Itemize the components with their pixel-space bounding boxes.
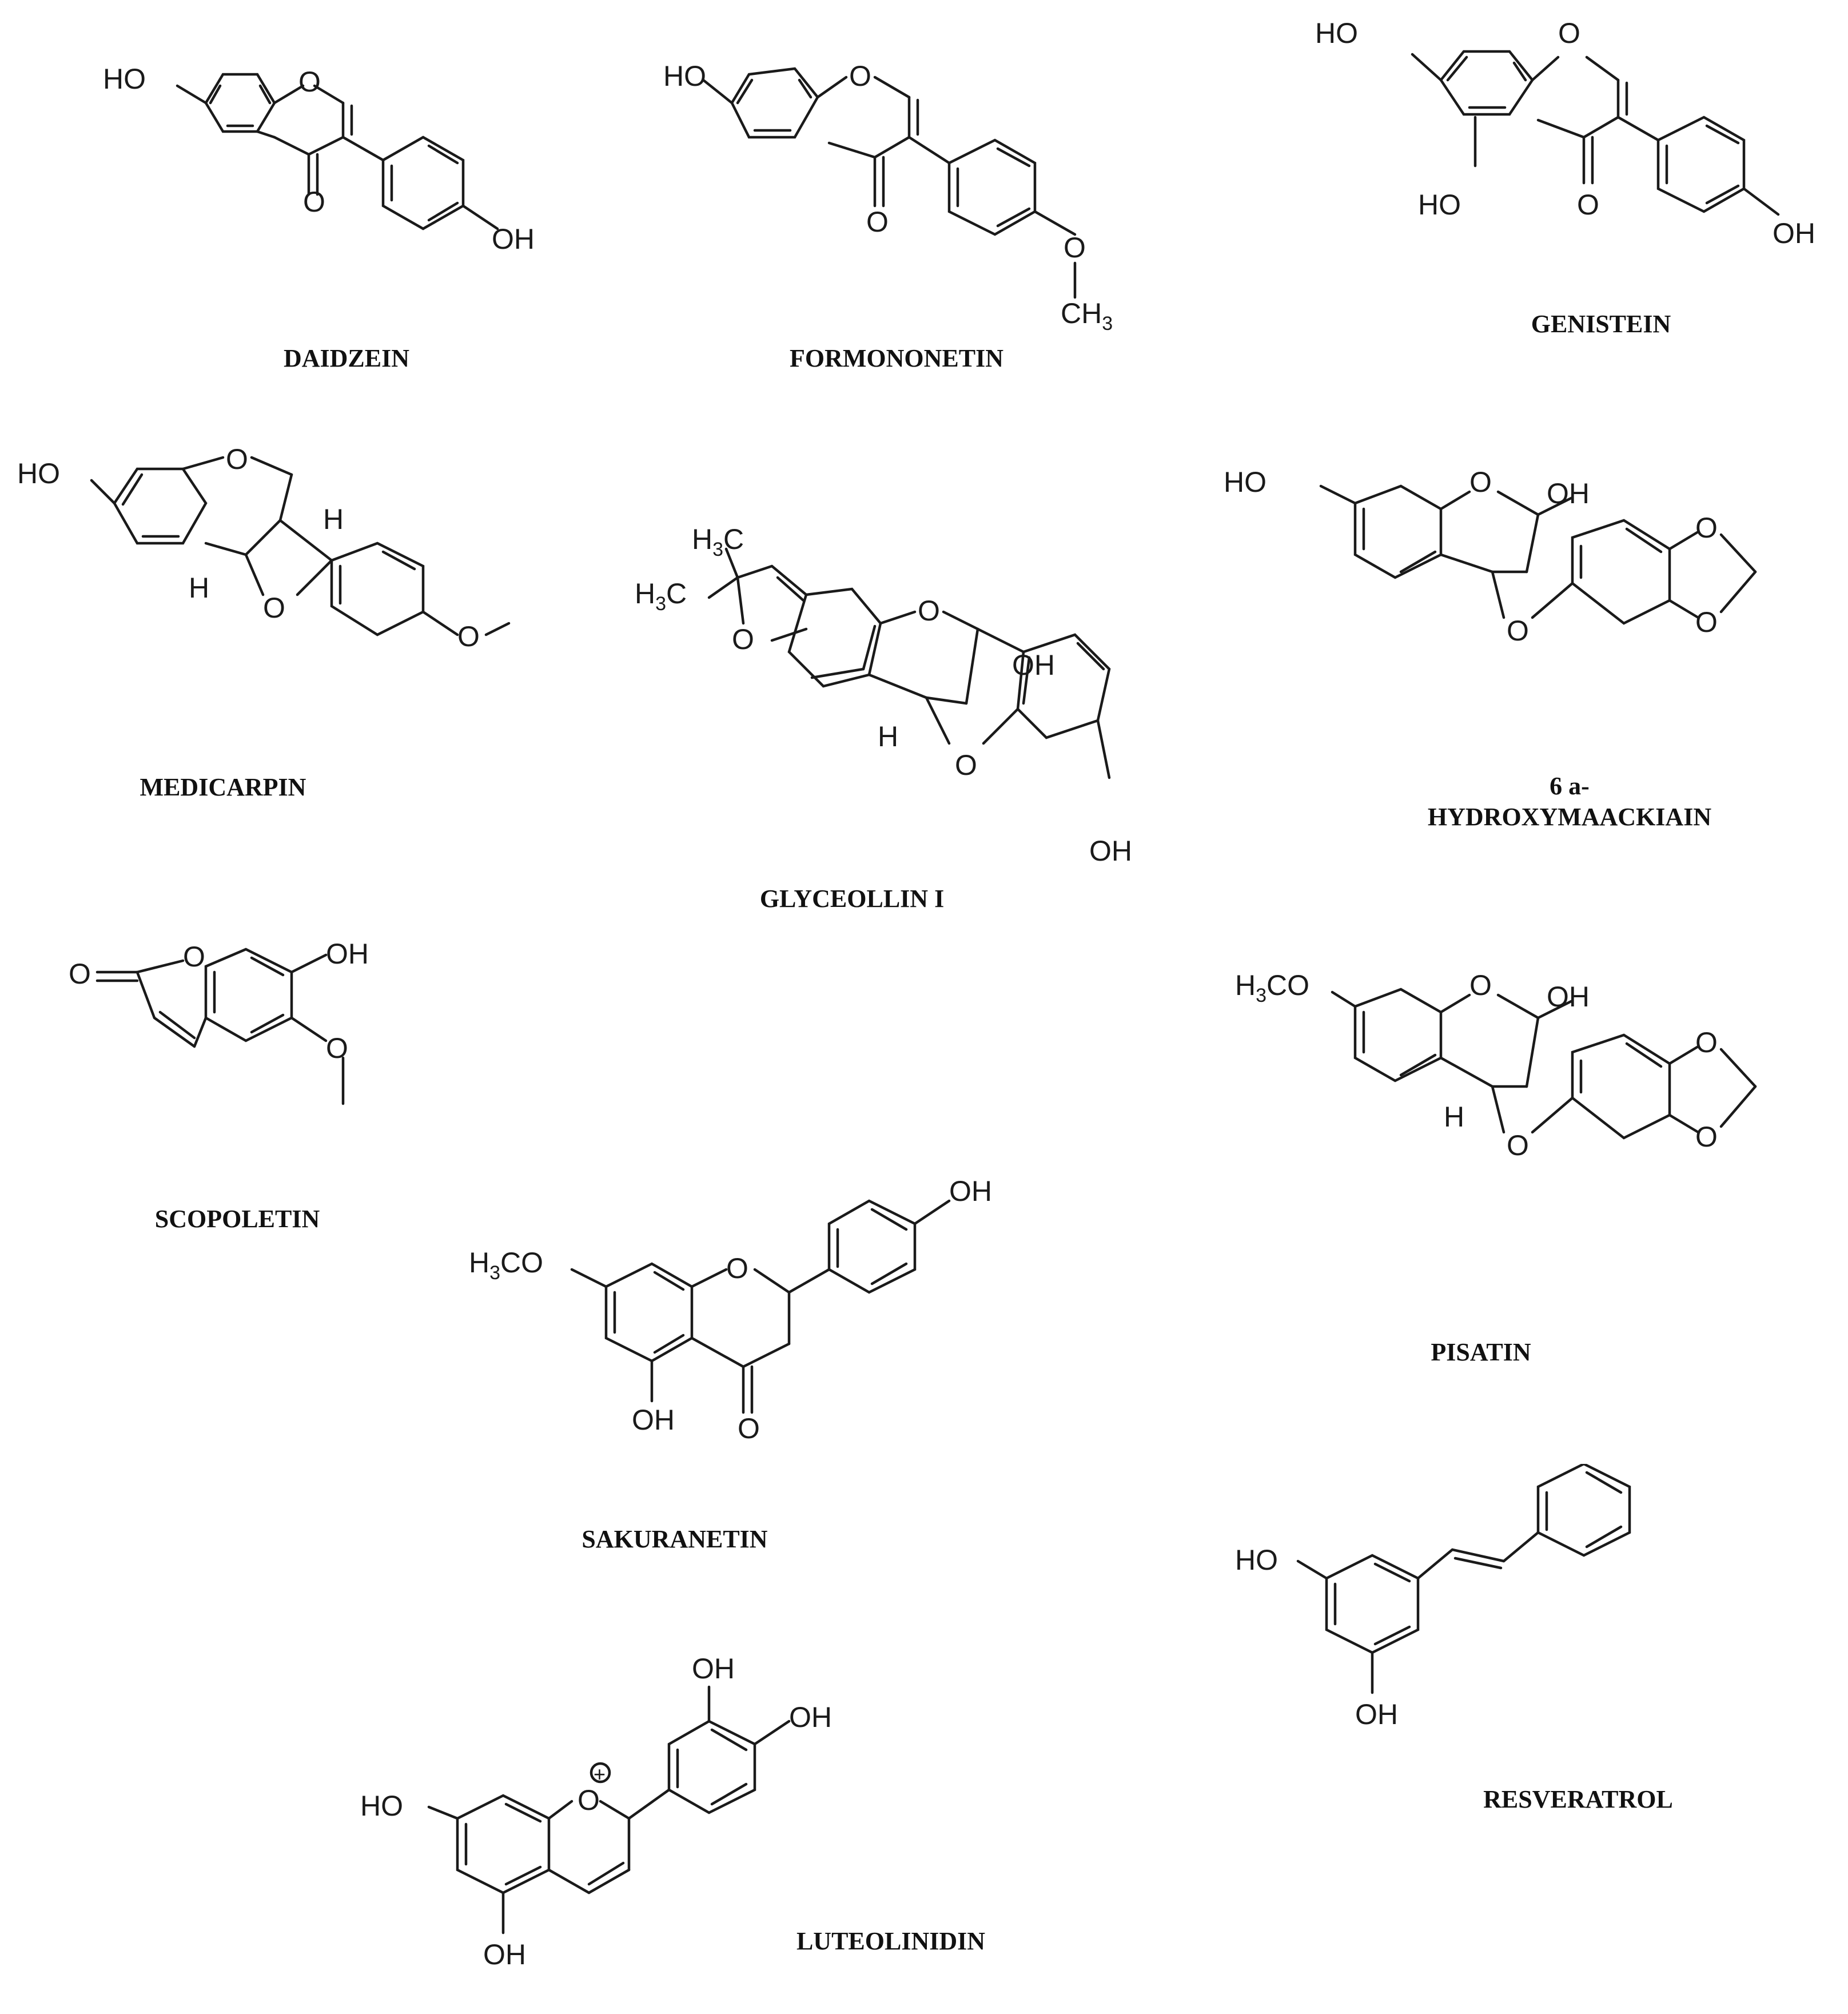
hydroxyl-label: OH — [692, 1653, 735, 1685]
hydroxyl-label: OH — [1012, 649, 1055, 681]
methyl-label: H3C — [692, 523, 744, 560]
sakuranetin-structure: H3CO O OH O OH — [469, 1175, 992, 1444]
oxygen-label: O — [226, 443, 248, 475]
caption-glyceollin-i: GLYCEOLLIN I — [759, 885, 945, 913]
hydroxyl-label: HO — [663, 60, 706, 92]
methoxy-label: H3CO — [469, 1247, 543, 1284]
oxygen-label: O — [183, 941, 205, 973]
furan-oxygen-label: O — [955, 749, 977, 781]
pisatin-structure: H3CO O OH H O O O — [1235, 969, 1757, 1161]
caption-sakuranetin: SAKURANETIN — [582, 1525, 768, 1553]
medicarpin-structure: HO O H H O O — [17, 443, 511, 652]
furan-oxygen-label: O — [263, 592, 285, 624]
hydroxyl-label: OH — [492, 223, 535, 255]
glyceollin-i-structure: H3C H3C O O OH H O OH — [635, 523, 1132, 867]
caption-medicarpin: MEDICARPIN — [140, 773, 306, 801]
charge-label: + — [594, 1762, 606, 1786]
oxygen-label: O — [726, 1252, 748, 1284]
hydroxyl-label: OH — [1547, 477, 1590, 510]
caption-daidzein: DAIDZEIN — [283, 344, 410, 372]
dioxole-oxygen-label: O — [1695, 606, 1718, 638]
furan-oxygen-label: O — [1507, 1129, 1529, 1161]
oxygen-label: O — [1558, 17, 1580, 49]
caption-line: 6 a- — [1550, 772, 1590, 800]
pyran-oxygen-label: O — [732, 623, 754, 655]
caption-genistein: GENISTEIN — [1531, 310, 1671, 338]
hydroxyl-label: OH — [326, 938, 369, 970]
methoxy-oxygen-label: O — [1064, 232, 1086, 264]
caption-scopoletin: SCOPOLETIN — [154, 1205, 320, 1233]
methyl-label: CH3 — [1061, 297, 1113, 335]
methyl-label: H3C — [635, 578, 687, 615]
dioxole-oxygen-label: O — [1695, 1121, 1718, 1153]
hydrogen-label: H — [878, 721, 898, 753]
hydroxyl-label: HO — [1418, 189, 1461, 221]
daidzein-structure: HO O O OH — [103, 63, 535, 255]
caption-resveratrol: RESVERATROL — [1483, 1785, 1673, 1813]
hydroxyl-label: HO — [1315, 17, 1358, 49]
hydroxyl-label: HO — [1235, 1544, 1278, 1576]
dioxole-oxygen-label: O — [1695, 1026, 1718, 1058]
hydroxyl-label: HO — [360, 1790, 403, 1822]
oxygen-label: O — [849, 60, 871, 92]
methoxy-label: H3CO — [1235, 969, 1309, 1006]
carbonyl-oxygen-label: O — [866, 206, 889, 238]
hydrogen-label: H — [1444, 1101, 1464, 1133]
hydroxyl-label: OH — [1773, 217, 1815, 249]
hydroxymaackiain-structure: HO O OH O O O — [1224, 466, 1757, 647]
methoxy-oxygen-label: O — [457, 620, 480, 652]
dioxole-oxygen-label: O — [1695, 512, 1718, 544]
carbonyl-oxygen-label: O — [303, 186, 325, 218]
hydroxyl-label: OH — [1089, 835, 1132, 867]
carbonyl-oxygen-label: O — [738, 1412, 760, 1444]
oxygen-label: O — [298, 66, 321, 98]
scopoletin-structure: O O OH O — [69, 938, 369, 1105]
hydroxyl-label: HO — [17, 457, 60, 489]
carbonyl-oxygen-label: O — [1577, 189, 1599, 221]
genistein-structure: HO O HO O OH — [1315, 17, 1815, 249]
caption-hydroxymaackiain: 6 a- HYDROXYMAACKIAIN — [1428, 771, 1711, 833]
furan-oxygen-label: O — [1507, 615, 1529, 647]
caption-formononetin: FORMONONETIN — [790, 344, 1003, 372]
hydroxyl-label: OH — [1547, 981, 1590, 1013]
hydroxyl-label: OH — [632, 1404, 675, 1436]
formononetin-structure: HO O O O CH3 — [663, 60, 1113, 335]
hydroxyl-label: OH — [483, 1939, 526, 1971]
caption-pisatin: PISATIN — [1431, 1338, 1531, 1366]
oxygen-label: O — [1469, 466, 1492, 498]
hydroxyl-label: OH — [789, 1701, 832, 1733]
resveratrol-structure: HO OH — [1235, 1464, 1631, 1730]
hydroxyl-label: HO — [103, 63, 146, 95]
oxygen-label: O — [1469, 969, 1492, 1001]
hydroxyl-label: HO — [1224, 466, 1266, 498]
hydrogen-label: H — [189, 572, 209, 604]
carbonyl-oxygen-label: O — [69, 958, 91, 990]
hydroxyl-label: OH — [1355, 1698, 1398, 1730]
caption-line: HYDROXYMAACKIAIN — [1427, 803, 1712, 831]
methoxy-oxygen-label: O — [326, 1032, 348, 1064]
luteolinidin-structure: + HO O OH OH OH — [360, 1653, 832, 1971]
oxygen-label: O — [918, 595, 940, 627]
oxonium-oxygen-label: O — [578, 1784, 600, 1816]
caption-luteolinidin: LUTEOLINIDIN — [796, 1927, 986, 1955]
hydroxyl-label: OH — [949, 1175, 992, 1207]
positive-charge-icon — [590, 1762, 611, 1784]
hydrogen-label: H — [323, 503, 344, 535]
